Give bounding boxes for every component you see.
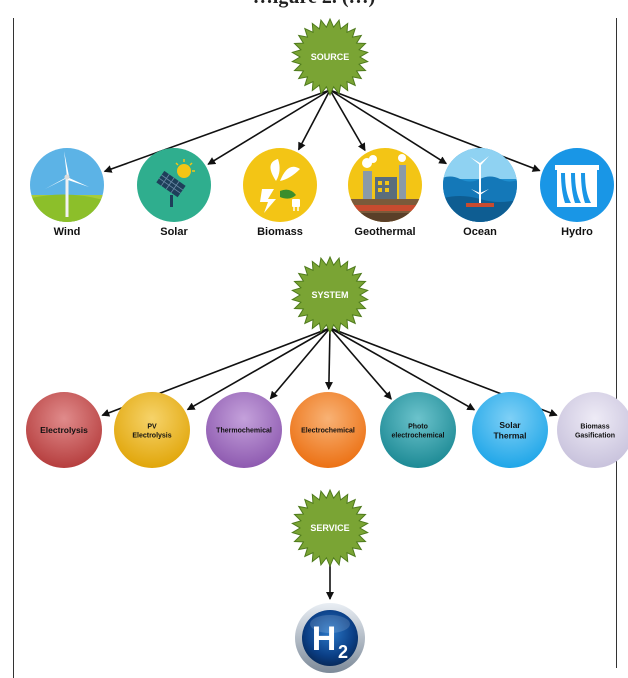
arrow-system-to-item-4 xyxy=(324,327,333,391)
system-label: Thermochemical xyxy=(216,427,272,434)
system-label: Electrochemical xyxy=(301,427,355,434)
arrow-system-to-item-6 xyxy=(329,327,476,411)
system-label: SYSTEM xyxy=(311,290,348,300)
biomass-plant-icon xyxy=(243,148,317,222)
source-label-biomass: Biomass xyxy=(257,226,303,238)
figure-caption: …igure 2. (…) xyxy=(0,0,628,9)
system-circle xyxy=(557,392,628,468)
source-label-solar: Solar xyxy=(160,226,188,238)
system-circle xyxy=(26,392,102,468)
h2-subscript: 2 xyxy=(338,642,348,662)
source-label-hydro: Hydro xyxy=(561,226,593,238)
hydro-dam-icon xyxy=(540,148,614,222)
system-star-badge: SYSTEM xyxy=(291,255,369,335)
source-label: SOURCE xyxy=(311,52,350,62)
arrow-system-to-item-3 xyxy=(269,327,331,400)
ocean-turbine-icon xyxy=(443,148,517,222)
source-label-geothermal: Geothermal xyxy=(354,226,415,238)
service-star-badge: SERVICE xyxy=(291,488,369,568)
system-circle xyxy=(380,392,456,468)
frame-right-border xyxy=(616,18,617,668)
arrow-source-to-wind xyxy=(103,89,331,173)
system-label: Electrolysis xyxy=(40,425,88,435)
source-label-wind: Wind xyxy=(54,226,81,238)
system-circle xyxy=(114,392,190,468)
system-circle xyxy=(290,392,366,468)
source-label-ocean: Ocean xyxy=(463,226,497,238)
hydrogen-h2-icon: H 2 xyxy=(295,603,365,673)
geothermal-plant-icon xyxy=(348,148,422,222)
arrow-source-to-ocean xyxy=(329,89,448,165)
frame-left-border xyxy=(13,18,14,678)
source-star-badge: SOURCE xyxy=(291,17,369,97)
system-circle xyxy=(206,392,282,468)
arrow-source-to-solar xyxy=(207,89,331,165)
arrow-source-to-hydro xyxy=(329,89,541,172)
solar-panel-icon xyxy=(137,148,211,222)
system-item-4: Electrochemical xyxy=(290,392,366,468)
service-label: SERVICE xyxy=(310,523,349,533)
arrow-source-to-biomass xyxy=(297,89,331,151)
system-circle xyxy=(472,392,548,468)
wind-turbine-icon xyxy=(30,148,104,222)
system-item-1: Electrolysis xyxy=(26,392,102,468)
h2-symbol: H xyxy=(312,620,337,658)
arrow-system-to-item-5 xyxy=(329,327,392,400)
system-item-3: Thermochemical xyxy=(206,392,282,468)
arrow-source-to-geothermal xyxy=(329,89,366,152)
arrow-system-to-item-2 xyxy=(186,327,331,411)
